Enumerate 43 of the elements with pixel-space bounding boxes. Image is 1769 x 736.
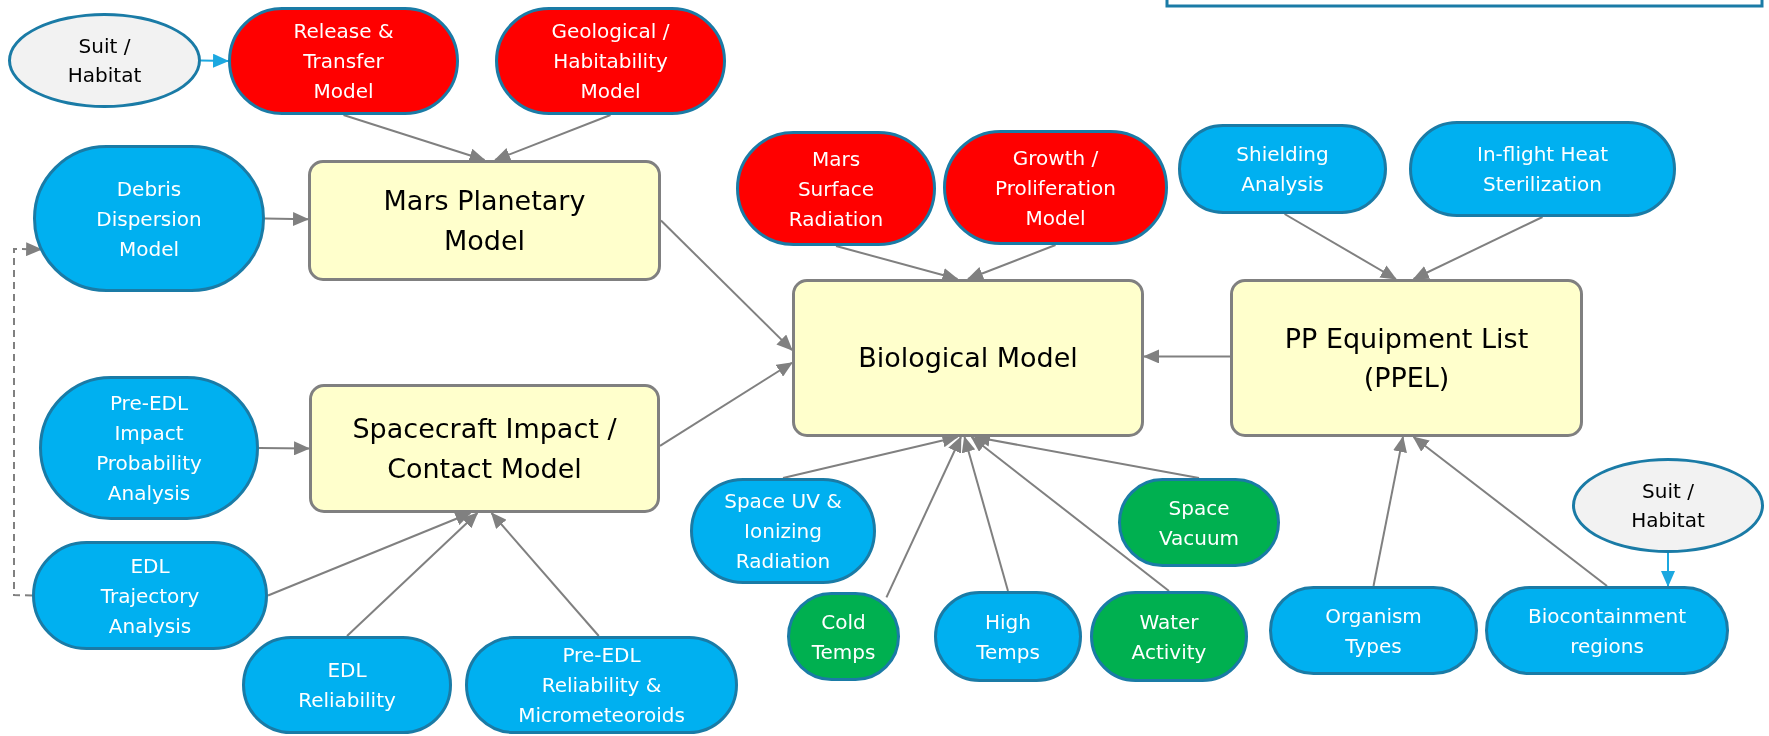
arrow [970, 436, 1170, 592]
arrow [659, 361, 793, 447]
arrow [494, 114, 612, 162]
arrow [885, 436, 962, 599]
analysis-pill: Pre-EDL Reliability & Micrometeoroids [465, 636, 738, 734]
arrow [258, 441, 310, 456]
model-pill: Mars Surface Radiation [736, 131, 936, 246]
analysis-pill: In-flight Heat Sterilization [1409, 121, 1676, 217]
arrow [1412, 216, 1544, 280]
arrow [346, 512, 479, 637]
arrow [1661, 552, 1675, 587]
arrow [1412, 436, 1608, 587]
analysis-pill: EDL Trajectory Analysis [32, 541, 268, 650]
arrow [660, 219, 793, 352]
source-ellipse: Suit / Habitat [1572, 458, 1764, 553]
analysis-pill: Shielding Analysis [1178, 124, 1387, 214]
arrow [490, 512, 600, 637]
arrow [1143, 349, 1231, 364]
arrow [200, 53, 229, 68]
arrow [1372, 436, 1407, 587]
arrow [967, 244, 1057, 281]
model-box: PP Equipment List (PPEL) [1230, 279, 1583, 437]
environment-pill: Water Activity [1090, 591, 1248, 682]
arrow [1283, 213, 1397, 280]
environment-pill: Cold Temps [787, 592, 900, 681]
model-pill: Growth / Proliferation Model [943, 130, 1168, 245]
analysis-pill: Debris Dispersion Model [33, 145, 265, 292]
model-box: Mars Planetary Model [308, 160, 661, 281]
analysis-pill: Space UV & Ionizing Radiation [690, 478, 876, 584]
model-pill: Geological / Habitability Model [495, 7, 726, 115]
arrow [264, 212, 309, 226]
analysis-pill: High Temps [934, 591, 1082, 682]
model-pill: Release & Transfer Model [228, 7, 459, 115]
arrow [961, 436, 1009, 592]
environment-pill: Space Vacuum [1118, 478, 1280, 567]
arrow [267, 512, 472, 597]
analysis-pill: EDL Reliability [242, 636, 452, 734]
analysis-pill: Biocontainment regions [1485, 586, 1729, 675]
source-ellipse: Suit / Habitat [8, 13, 201, 108]
model-box: Biological Model [792, 279, 1144, 437]
analysis-pill: Pre-EDL Impact Probability Analysis [39, 376, 259, 520]
analysis-pill: Organism Types [1269, 586, 1478, 675]
model-box: Spacecraft Impact / Contact Model [309, 384, 660, 513]
